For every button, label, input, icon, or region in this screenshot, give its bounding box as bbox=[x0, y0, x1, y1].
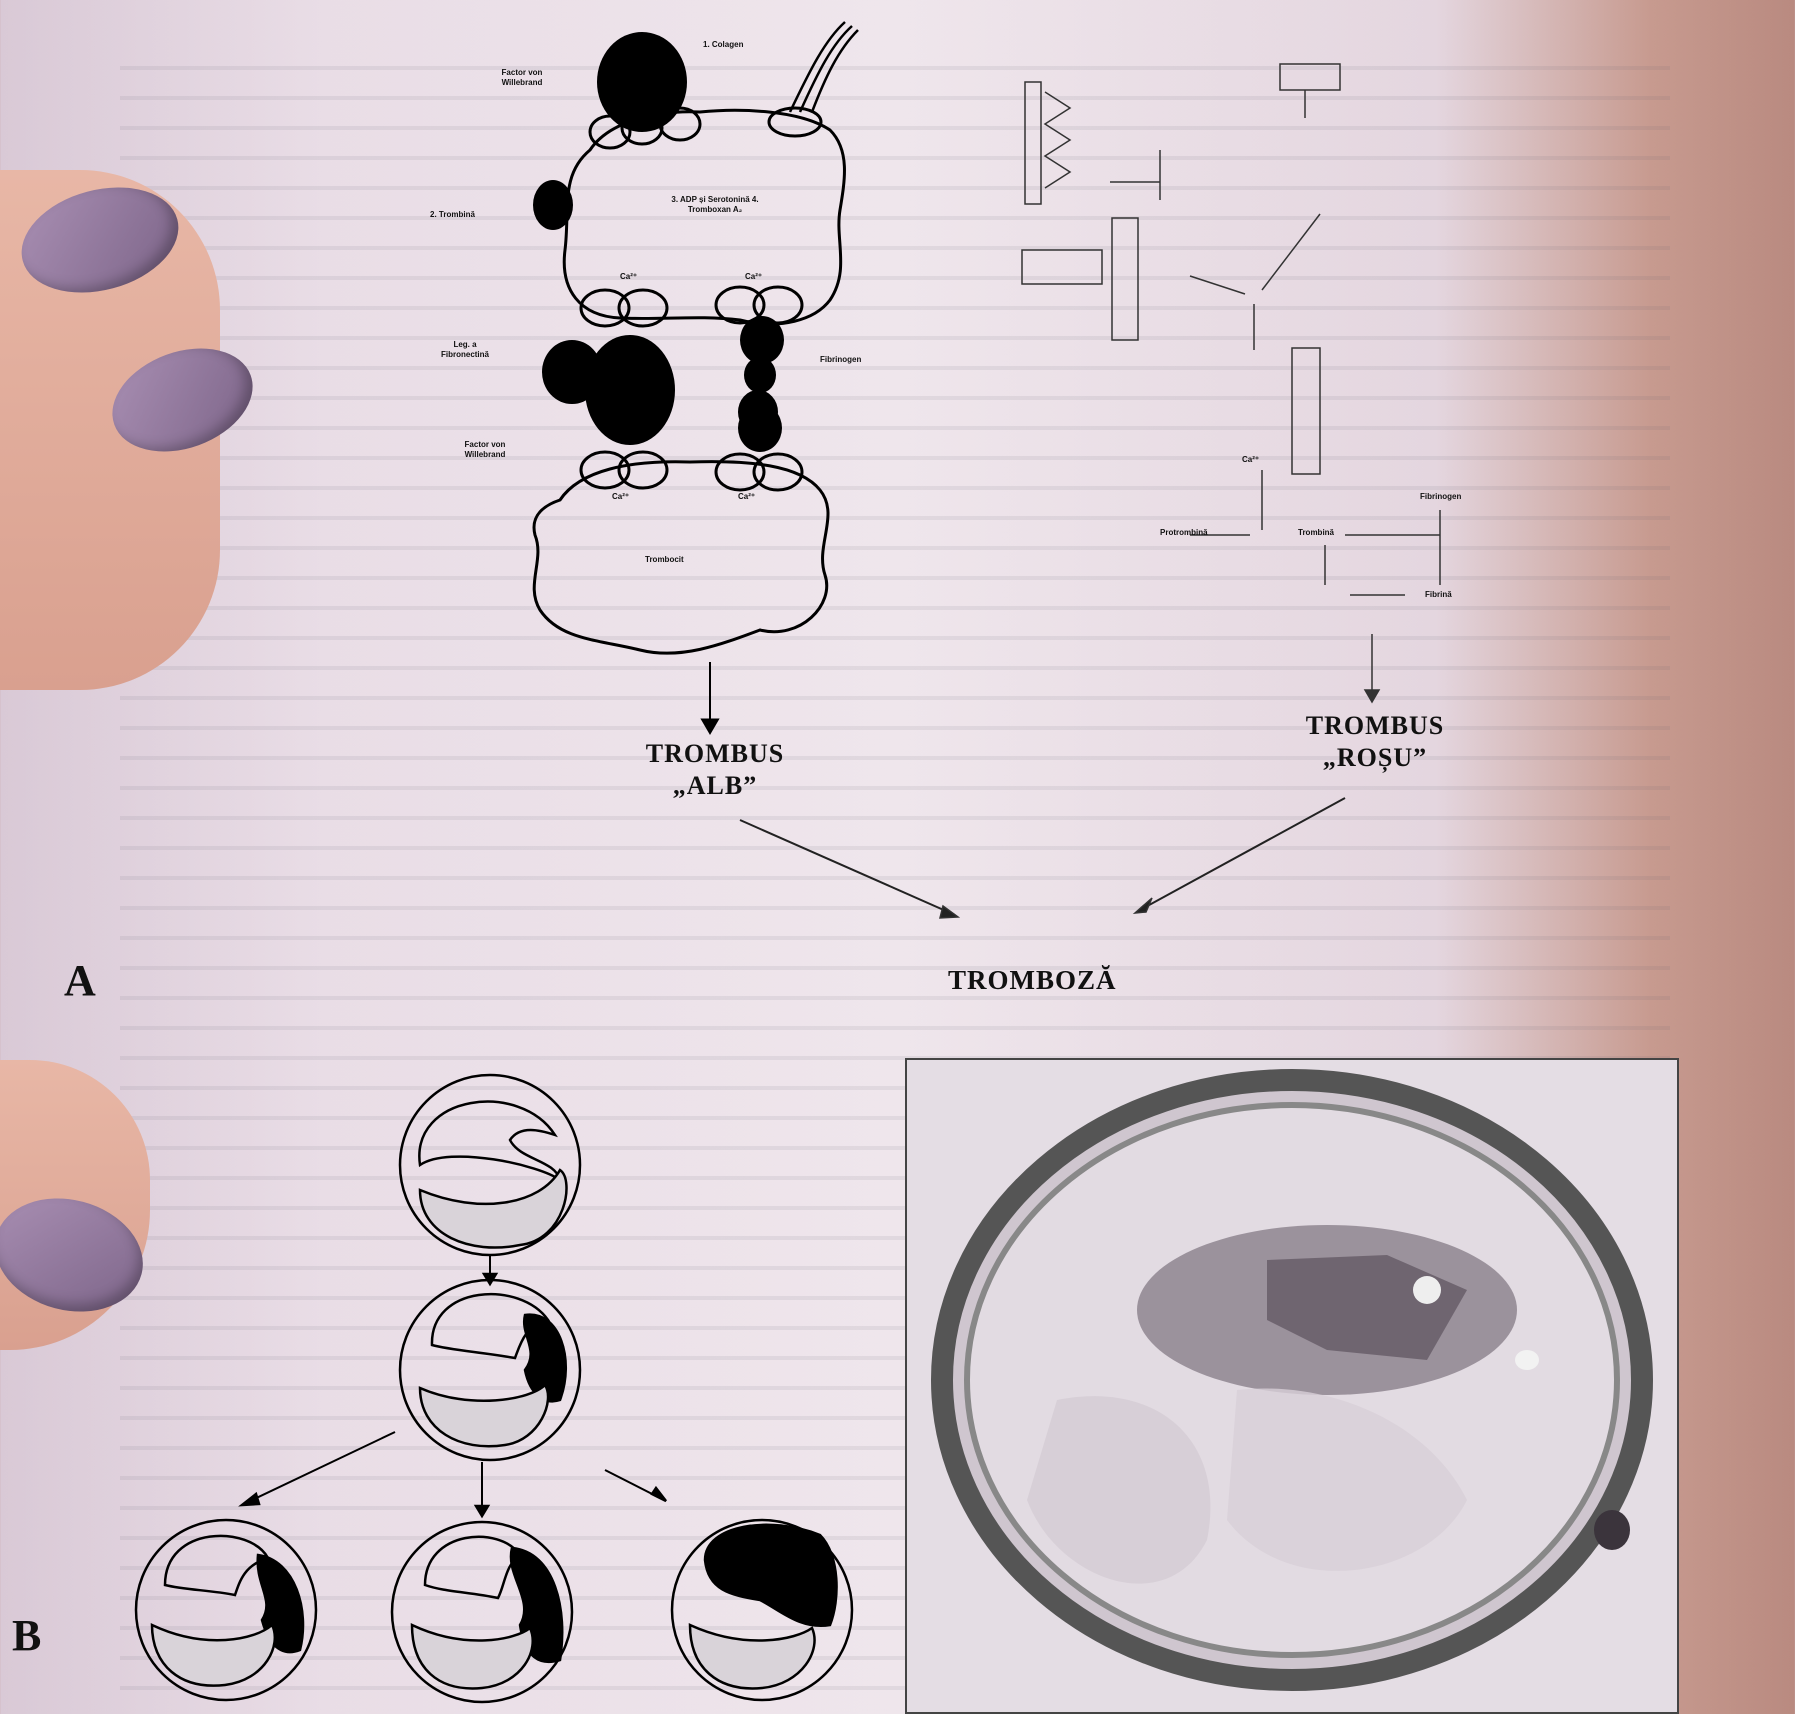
calcium-label-1: Ca²⁺ bbox=[620, 272, 637, 282]
calcium-label-2: Ca²⁺ bbox=[745, 272, 762, 282]
calcium-label-4: Ca²⁺ bbox=[738, 492, 755, 502]
cascade-fibrinogen-label: Fibrinogen bbox=[1420, 492, 1461, 502]
cascade-calcium-label: Ca²⁺ bbox=[1242, 455, 1259, 465]
von-willebrand-bottom-label: Factor von Willebrand bbox=[450, 440, 520, 460]
fibronectin-label: Leg. a Fibronectină bbox=[430, 340, 500, 360]
red-thrombus-text: TROMBUS „ROȘU” bbox=[1306, 711, 1444, 772]
panel-a-label: A bbox=[64, 955, 96, 1006]
cascade-fibrin-label: Fibrină bbox=[1425, 590, 1452, 600]
platelet-diagram-molecules bbox=[533, 32, 784, 452]
micrograph-drawing bbox=[907, 1060, 1677, 1712]
adp-serotonin-label: 3. ADP și Serotonină 4. Tromboxan A₂ bbox=[660, 195, 770, 215]
thrombin-label: 2. Trombină bbox=[430, 210, 475, 220]
calcium-label-3: Ca²⁺ bbox=[612, 492, 629, 502]
vessel-micrograph bbox=[905, 1058, 1679, 1714]
cascade-thrombin-label: Trombină bbox=[1298, 528, 1334, 538]
fibrinogen-label: Fibrinogen bbox=[820, 355, 861, 365]
panel-b-label: B bbox=[12, 1610, 41, 1661]
collagen-label: 1. Colagen bbox=[703, 40, 743, 50]
von-willebrand-top-label: Factor von Willebrand bbox=[482, 68, 562, 88]
prothrombin-label: Protrombină bbox=[1160, 528, 1208, 538]
thrombus-evolution-schematic bbox=[136, 1075, 852, 1702]
thrombosis-label: TROMBOZĂ bbox=[948, 965, 1117, 996]
white-thrombus-text: TROMBUS „ALB” bbox=[646, 739, 784, 800]
white-thrombus-label: TROMBUS „ALB” bbox=[630, 738, 800, 802]
thrombocyte-label: Trombocit bbox=[645, 555, 684, 565]
red-thrombus-label: TROMBUS „ROȘU” bbox=[1290, 710, 1460, 774]
coagulation-cascade-diagram bbox=[740, 64, 1440, 918]
